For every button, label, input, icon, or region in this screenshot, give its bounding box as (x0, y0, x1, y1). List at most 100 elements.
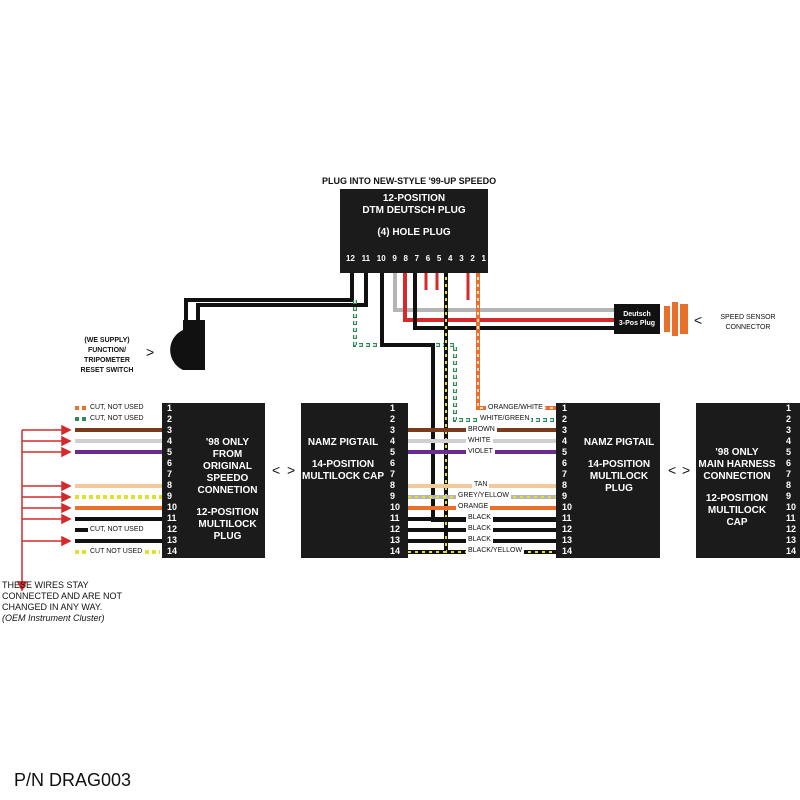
top-pin-number: 2 (470, 254, 475, 263)
pin-number: 11 (167, 513, 177, 523)
pin-number: 9 (167, 491, 173, 501)
pin-number: 13 (167, 535, 178, 545)
top-pin-number: 7 (414, 254, 420, 263)
wire-label: BLACK (466, 525, 493, 533)
pin-number: 11 (562, 513, 572, 523)
top-pin-number: 8 (403, 254, 408, 263)
wire-label: BROWN (466, 426, 497, 434)
pin-number: 3 (167, 425, 173, 435)
pin-number: 5 (167, 447, 173, 457)
pin-number: 4 (167, 436, 173, 446)
pin-number: 9 (786, 491, 792, 501)
wire-grey-deutsch (393, 270, 615, 312)
top-pin-number: 5 (436, 254, 442, 263)
note-cut-1: CUT, NOT USED (88, 404, 146, 412)
wire-label: TAN (472, 481, 490, 489)
pin-number: 3 (562, 425, 568, 435)
pin-number: 2 (786, 414, 792, 424)
chevron-left-icon: < (694, 312, 703, 328)
top-plug-line1: 12-POSITION (382, 193, 446, 204)
pin-number: 4 (390, 436, 396, 446)
wire-black-12 (184, 270, 354, 330)
pin-number: 2 (167, 414, 173, 424)
wire-black-deutsch (413, 270, 615, 330)
top-pin-number: 3 (459, 254, 464, 263)
pin-number: 8 (562, 480, 568, 490)
pin-number: 9 (562, 491, 568, 501)
top-pin-number: 10 (376, 254, 386, 263)
pin-number: 4 (562, 436, 568, 446)
pin-number: 8 (167, 480, 173, 490)
pin-number: 11 (786, 513, 796, 523)
wire-label: BLACK/YELLOW (466, 547, 525, 555)
pin-number: 10 (390, 502, 401, 512)
chevron-left-icon: < (668, 462, 677, 478)
wire-red (403, 270, 615, 322)
wire-black-10 (380, 270, 560, 522)
chevron-right-icon: > (682, 462, 691, 478)
pin-number: 8 (390, 480, 396, 490)
deutsch-plug-icon (614, 304, 660, 334)
wire-label: VIOLET (466, 448, 495, 456)
pin-number: 12 (390, 524, 401, 534)
pin-number: 1 (167, 403, 173, 413)
top-pin-number: 11 (361, 254, 371, 263)
pin-number: 1 (390, 403, 396, 413)
pin-number: 7 (562, 469, 568, 479)
speed-sensor-connector-icon (664, 302, 688, 336)
pin-number: 2 (562, 414, 568, 424)
wire-black-11 (196, 270, 368, 330)
chevron-right-icon: > (287, 462, 296, 478)
top-pin-number: 1 (481, 254, 486, 263)
pin-number: 3 (390, 425, 396, 435)
wire-label: BLACK (466, 514, 493, 522)
top-plug-line3: (4) HOLE PLUG (377, 227, 451, 238)
wire-label: WHITE (466, 437, 493, 445)
pin-number: 1 (786, 403, 792, 413)
pin-number: 14 (390, 546, 401, 556)
top-pin-number: 6 (425, 254, 431, 263)
note-cut-14: CUT NOT USED (88, 548, 145, 556)
stay-arrows (16, 424, 72, 592)
pin-number: 12 (562, 524, 573, 534)
pin-number: 10 (167, 502, 178, 512)
wire-label: ORANGE (456, 503, 491, 511)
pin-number: 8 (786, 480, 792, 490)
pin-number: 13 (390, 535, 401, 545)
wire-label: BLACK (466, 536, 493, 544)
pin-number: 13 (562, 535, 573, 545)
note-cut-12: CUT, NOT USED (88, 526, 146, 534)
reset-switch-icon (170, 320, 205, 370)
pin-number: 12 (167, 524, 178, 534)
top-pin-number: 9 (392, 254, 397, 263)
pin-number: 2 (390, 414, 396, 424)
pin-number: 7 (167, 469, 173, 479)
diagram-title: PLUG INTO NEW-STYLE '99-UP SPEEDO (322, 176, 497, 186)
pin-number: 6 (167, 458, 173, 468)
pin-number: 6 (390, 458, 396, 468)
pin-number: 10 (786, 502, 797, 512)
part-number: P/N DRAG003 (14, 770, 132, 790)
pin-number: 14 (167, 546, 178, 556)
pin-number: 14 (786, 546, 797, 556)
pin-number: 7 (390, 469, 396, 479)
pin-number: 9 (390, 491, 396, 501)
note-cut-2: CUT, NOT USED (88, 415, 146, 423)
pin-number: 5 (390, 447, 396, 457)
pin-number: 11 (390, 513, 400, 523)
pin-number: 5 (562, 447, 568, 457)
wire-label: ORANGE/WHITE (486, 404, 545, 412)
pin-number: 10 (562, 502, 573, 512)
chevron-left-icon: < (272, 462, 281, 478)
pin-number: 5 (786, 447, 792, 457)
top-pin-number: 12 (346, 254, 355, 263)
pin-number: 6 (786, 458, 792, 468)
